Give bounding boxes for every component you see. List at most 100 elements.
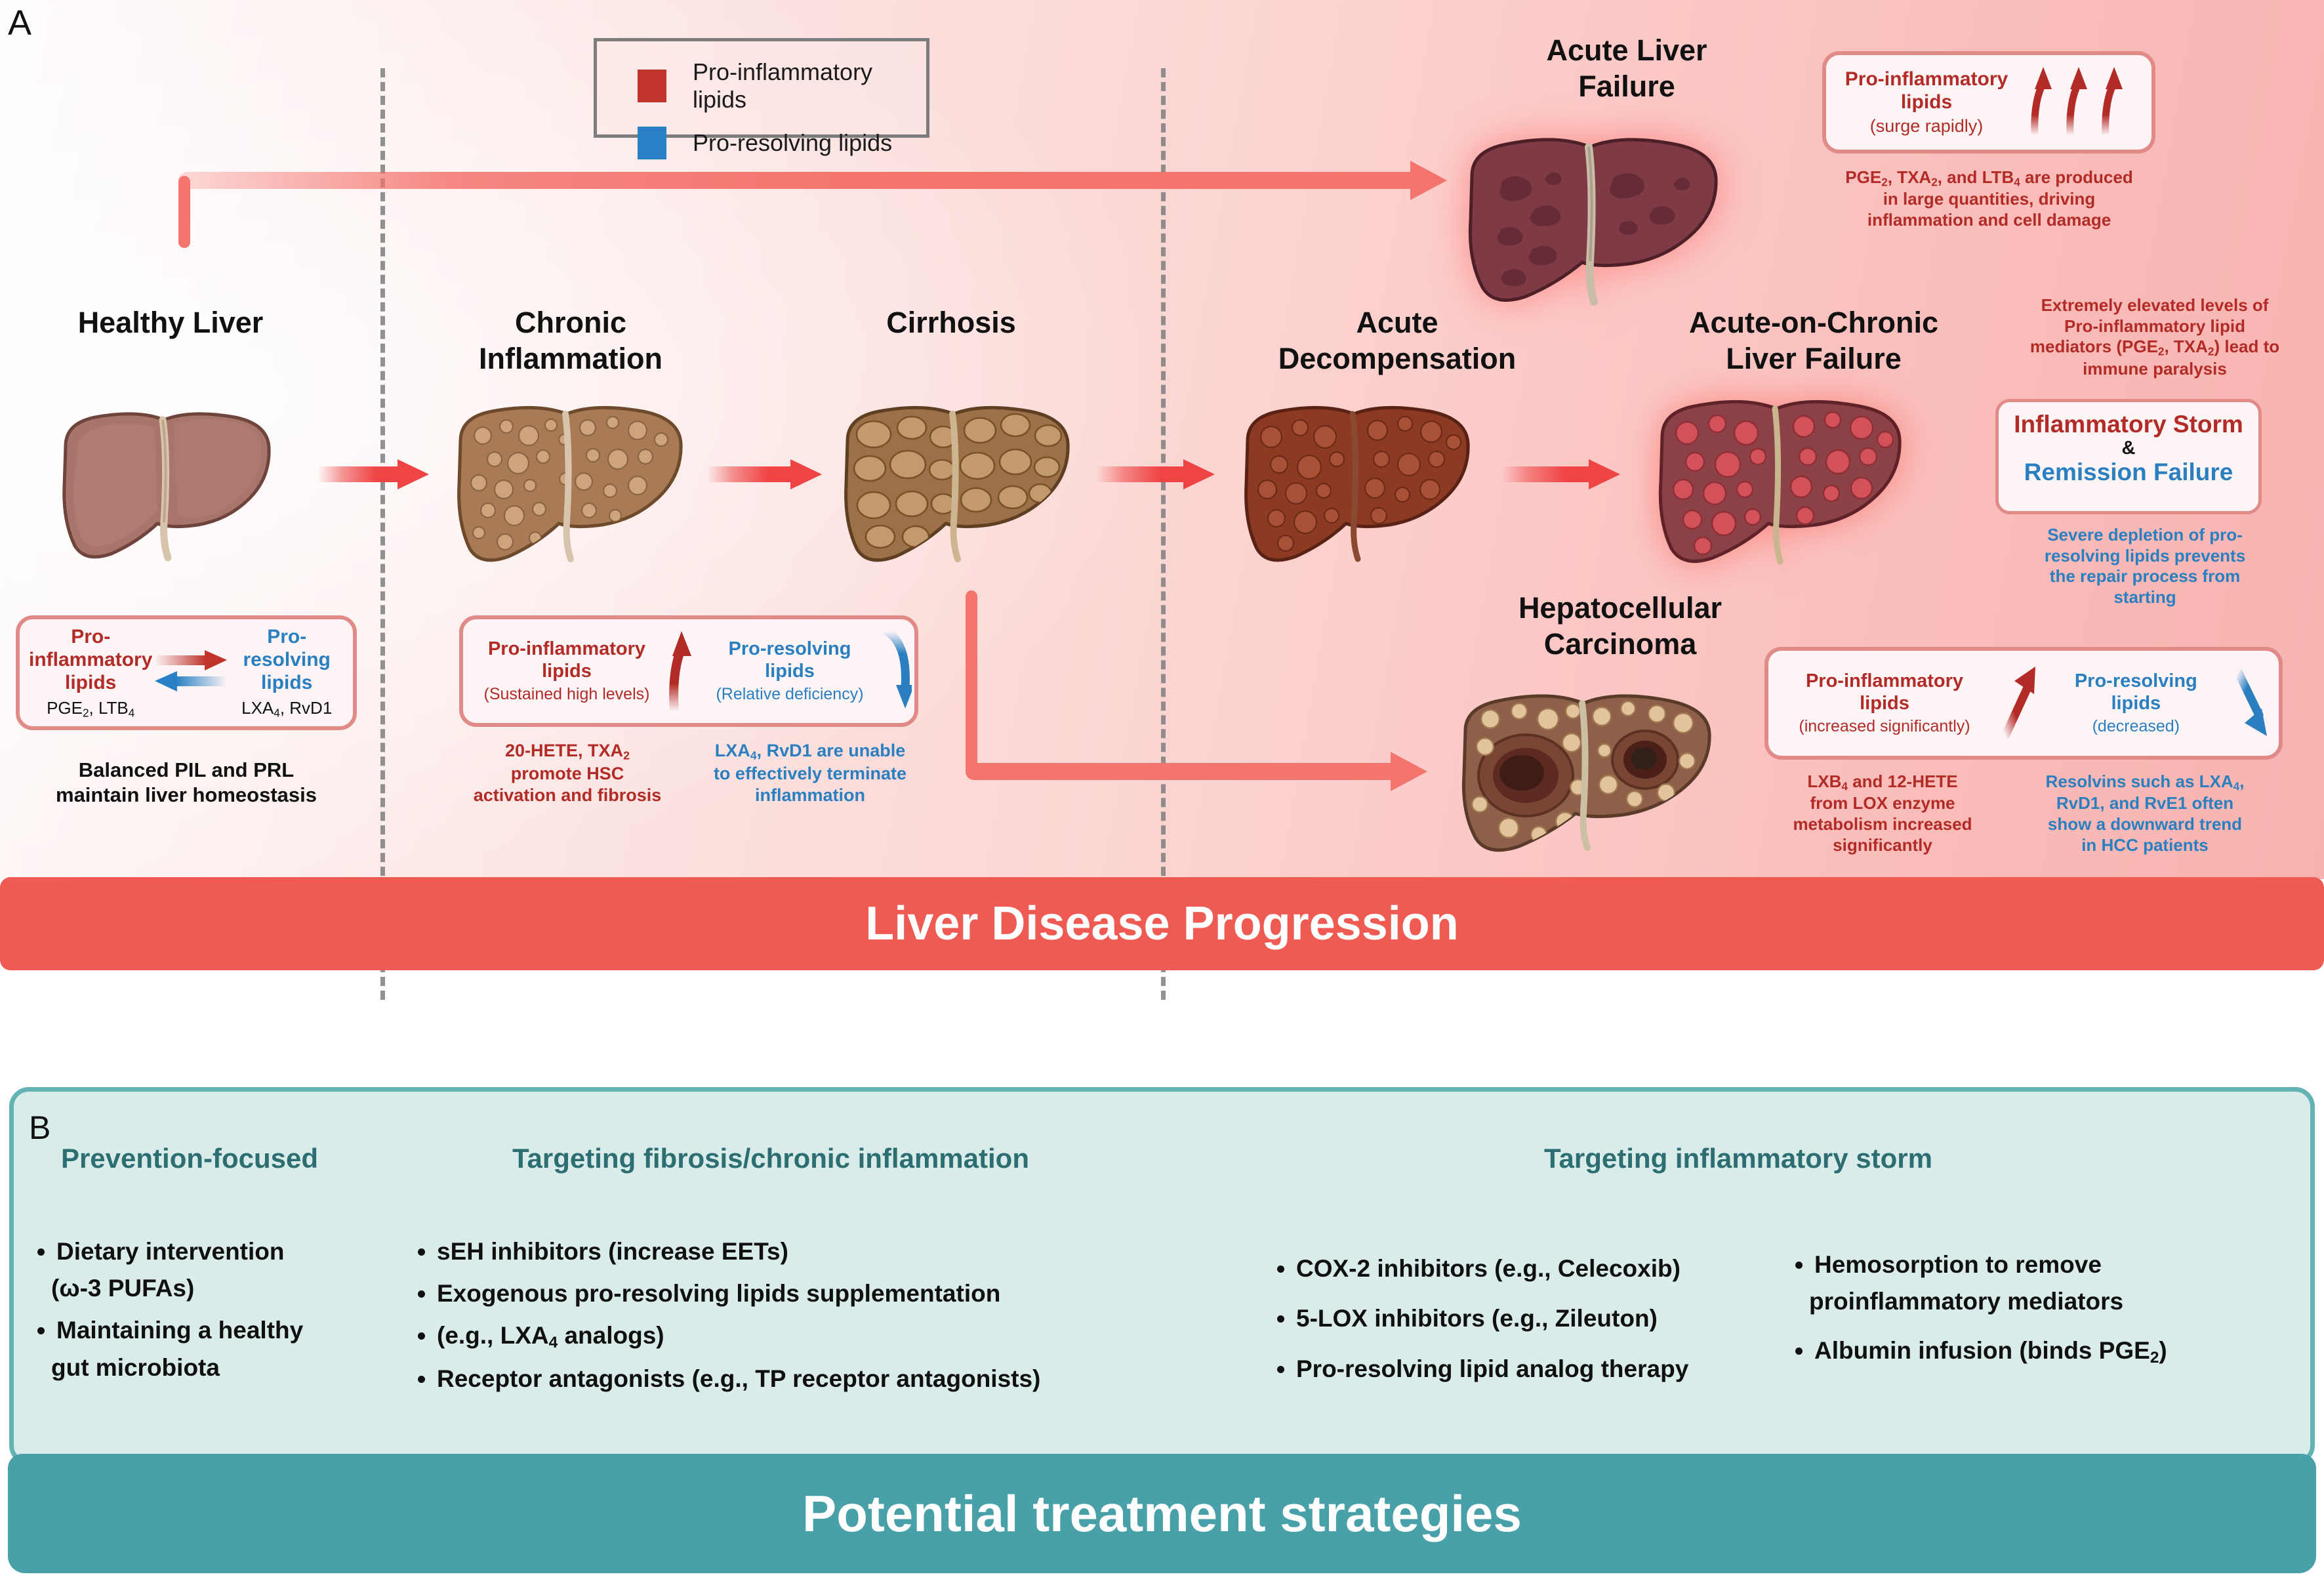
- stage-title-line-2: Failure: [1578, 69, 1675, 103]
- callout-left-column: Pro- inflammatory lipids PGE2, LTB4: [29, 626, 152, 720]
- stage-title-aclf: Acute-on-Chronic Liver Failure: [1627, 305, 2001, 377]
- list-item-label-cont: gut microbiota: [51, 1353, 220, 1381]
- caption-line-1: LXB4 and 12-HETE: [1807, 772, 1958, 793]
- caption-line-3: activation and fibrosis: [473, 785, 662, 806]
- callout-right-sub: (decreased): [2092, 717, 2180, 736]
- panelb-list-storm-right: Hemosorption to remove proinflammatory m…: [1784, 1246, 2309, 1376]
- list-item: Receptor antagonists (e.g., TP receptor …: [437, 1361, 1168, 1397]
- caption-line-1: Balanced PIL and PRL: [78, 758, 295, 781]
- bidirectional-arrows-icon: [152, 644, 230, 702]
- stage-divider-2: [1161, 68, 1166, 1000]
- callout-right-title-3: lipids: [261, 671, 313, 693]
- liver-illustration-aclf: [1653, 387, 1909, 584]
- stage-title-acute-decompensation: Acute Decompensation: [1233, 305, 1561, 377]
- list-item: Pro-resolving lipid analog therapy: [1296, 1347, 1810, 1391]
- list-item-label: Receptor antagonists (e.g., TP receptor …: [437, 1365, 1041, 1392]
- panelb-list-fibrosis: sEH inhibitors (increase EETs) Exogenous…: [407, 1233, 1168, 1403]
- callout-left-title-2: lipids: [542, 660, 592, 682]
- caption-line-1: Resolvins such as LXA4,: [2045, 772, 2245, 793]
- caption-chronic-left: 20-HETE, TXA2 promote HSC activation and…: [459, 740, 676, 806]
- list-item: sEH inhibitors (increase EETs): [437, 1233, 1168, 1270]
- panelb-heading-prevention: Prevention-focused: [60, 1143, 319, 1174]
- callout-sub: (surge rapidly): [1869, 115, 1984, 136]
- arrow-ad-to-aclf: [1502, 459, 1620, 489]
- callout-left-title-2: lipids: [1860, 692, 1909, 714]
- caption-line-4: in HCC patients: [2081, 834, 2209, 855]
- list-item-label: Hemosorption to remove: [1814, 1251, 2102, 1278]
- stage-title-cirrhosis: Cirrhosis: [886, 306, 1016, 339]
- callout-hcc: Pro-inflammatory lipids (increased signi…: [1764, 647, 2283, 760]
- callout-right-sub: (Relative deficiency): [716, 685, 864, 704]
- callout-chronic-inflammation: Pro-inflammatory lipids (Sustained high …: [459, 615, 918, 727]
- list-item: Albumin infusion (binds PGE2): [1814, 1332, 2309, 1370]
- list-item: 5-LOX inhibitors (e.g., Zileuton): [1296, 1296, 1810, 1341]
- stage-title-line-2: Inflammation: [478, 341, 663, 375]
- banner-liver-disease-progression: Liver Disease Progression: [0, 877, 2324, 970]
- list-item-label: Exogenous pro-resolving lipids supplemen…: [437, 1280, 1001, 1307]
- caption-line-1: 20-HETE, TXA2: [505, 741, 630, 762]
- callout-acute-liver-failure: Pro-inflammatory lipids (surge rapidly): [1822, 51, 2155, 154]
- panel-b-letter: B: [29, 1109, 51, 1146]
- legend-label: Pro-inflammatory lipids: [693, 58, 873, 113]
- aclf-box-line-1: Inflammatory Storm: [2014, 411, 2243, 438]
- callout-text-column: Pro-inflammatory lipids (surge rapidly): [1838, 68, 2015, 136]
- diagonal-up-arrow-red-icon: [2001, 663, 2039, 745]
- list-item-label: (e.g., LXA4 analogs): [437, 1322, 664, 1352]
- list-item-label: Pro-resolving lipid analog therapy: [1296, 1355, 1689, 1382]
- stage-title-line-1: Chronic: [514, 306, 626, 339]
- blue-square-swatch-icon: [638, 127, 666, 159]
- panelb-list-storm-left: COX-2 inhibitors (e.g., Celecoxib) 5-LOX…: [1266, 1246, 1810, 1397]
- list-item: Hemosorption to remove proinflammatory m…: [1809, 1246, 2309, 1319]
- liver-illustration-acute-decompensation: [1240, 394, 1476, 584]
- caption-line-2: promote HSC: [510, 764, 624, 784]
- list-item: (e.g., LXA4 analogs): [437, 1317, 1168, 1355]
- callout-right-title-1: Pro-resolving: [2074, 670, 2197, 691]
- caption-line-2: in large quantities, driving: [1883, 189, 2096, 209]
- stage-title-line-1: Acute-on-Chronic: [1689, 306, 1938, 339]
- stage-title-line-1: Acute: [1356, 306, 1438, 339]
- stage-title-line-2: Carcinoma: [1543, 627, 1697, 661]
- caption-line-3: metabolism increased: [1793, 813, 1972, 834]
- caption-acute-liver-failure: PGE2, TXA2, and LTB4 are produced in lar…: [1810, 167, 2168, 231]
- caption-line-3: mediators (PGE2, TXA2) lead to: [2029, 337, 2280, 358]
- panelb-heading-storm: Targeting inflammatory storm: [1544, 1143, 1932, 1174]
- list-item-label: Albumin infusion (binds PGE2): [1814, 1337, 2167, 1367]
- banner-potential-treatment-strategies: Potential treatment strategies: [8, 1454, 2316, 1573]
- callout-right-column: Pro-resolving lipids (Relative deficienc…: [698, 638, 882, 704]
- caption-chronic-right: LXA4, RvD1 are unable to effectively ter…: [695, 740, 925, 806]
- triple-up-arrow-icon: [2028, 62, 2140, 144]
- stage-title-healthy-liver: Healthy Liver: [77, 306, 264, 339]
- caption-line-2: resolving lipids prevents: [2044, 545, 2246, 566]
- callout-right-title-2: resolving: [243, 649, 331, 671]
- up-arrow-red-icon: [666, 627, 697, 716]
- callout-right-sub: LXA4, RvD1: [241, 697, 333, 719]
- list-item-label: 5-LOX inhibitors (e.g., Zileuton): [1296, 1305, 1658, 1332]
- callout-left-sub: (Sustained high levels): [483, 685, 650, 704]
- caption-line-4: significantly: [1833, 834, 1932, 855]
- callout-left-title-1: Pro-inflammatory: [1805, 670, 1964, 691]
- callout-aclf-box: Inflammatory Storm & Remission Failure: [1995, 399, 2262, 514]
- stage-title-line-1: Acute Liver: [1546, 33, 1707, 67]
- legend-label: Pro-resolving lipids: [693, 129, 893, 156]
- caption-line-3: inflammation: [754, 785, 865, 806]
- caption-line-1: PGE2, TXA2, and LTB4 are produced: [1845, 167, 2133, 189]
- stage-title-chronic-inflammation: Chronic Inflammation: [420, 305, 722, 377]
- callout-healthy-liver: Pro- inflammatory lipids PGE2, LTB4: [16, 615, 357, 730]
- caption-line-4: immune paralysis: [2083, 358, 2227, 379]
- liver-illustration-cirrhosis: [840, 394, 1076, 584]
- stage-divider-1: [380, 68, 385, 1000]
- caption-line-2: to effectively terminate: [713, 764, 907, 784]
- stage-title-line-2: Decompensation: [1278, 341, 1517, 375]
- stage-title-line-2: Liver Failure: [1726, 341, 1902, 375]
- callout-left-title-1: Pro-: [71, 626, 111, 648]
- liver-illustration-hcc: [1456, 682, 1719, 873]
- callout-left-title-2: inflammatory: [29, 649, 153, 671]
- stage-title-hcc: Hepatocellular Carcinoma: [1437, 590, 1804, 663]
- diagonal-down-arrow-blue-icon: [2233, 663, 2271, 745]
- caption-line-1: LXA4, RvD1 are unable: [714, 741, 906, 762]
- panel-a-letter: A: [8, 3, 32, 43]
- caption-line-2: Pro-inflammatory lipid: [2064, 316, 2245, 336]
- caption-line-2: from LOX enzyme: [1810, 793, 1955, 813]
- list-item-label: Maintaining a healthy: [56, 1317, 304, 1344]
- arrow-healthy-to-chronic: [317, 459, 429, 489]
